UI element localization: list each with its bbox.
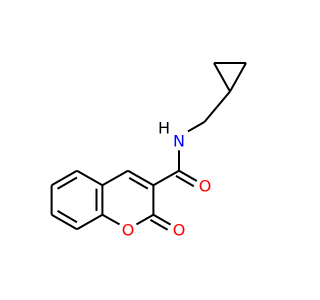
bond [51, 213, 78, 231]
atom-label-lactone-oxygen: O [173, 221, 186, 240]
bond [175, 175, 195, 188]
bond [152, 169, 180, 187]
amide-group [152, 121, 205, 188]
double-bond-inner [56, 210, 78, 224]
bond [101, 169, 129, 187]
cyclopropylmethyl-group [203, 62, 247, 123]
pyranone-ring [101, 169, 155, 226]
bond [76, 169, 103, 187]
double-bond-inner [128, 177, 149, 190]
bond [149, 219, 169, 231]
bond [101, 213, 120, 226]
lactone-carbonyl [149, 213, 172, 231]
bond [229, 62, 247, 92]
bond [136, 213, 154, 226]
benzene-ring [50, 169, 104, 231]
atom-label-hydrogen: H [158, 119, 170, 138]
bond [178, 169, 198, 182]
bond [127, 169, 154, 187]
bond [51, 169, 78, 187]
atom-label-ring-oxygen: O [122, 221, 135, 240]
atom-label-nitrogen: N [173, 132, 185, 151]
atom-label-amide-oxygen: O [199, 177, 212, 196]
bond [76, 213, 103, 231]
double-bond-inner [57, 176, 78, 190]
molecule-structure: N H O O O [50, 62, 247, 240]
bond [203, 90, 231, 123]
bond [213, 62, 231, 92]
bond [187, 121, 205, 133]
bond [152, 213, 172, 226]
